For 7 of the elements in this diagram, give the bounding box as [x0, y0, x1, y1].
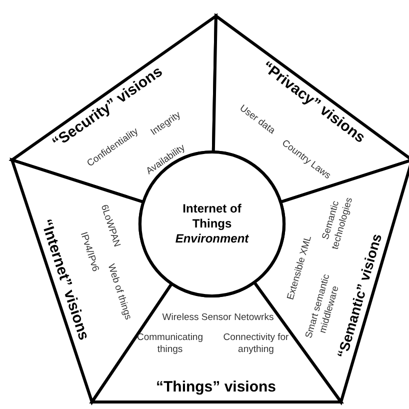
sector-item: Communicating things [136, 332, 204, 356]
sector-item: Web of things [104, 262, 134, 322]
sector-heading: “Things” visions [156, 378, 276, 398]
sector-item: Wireless Sensor Netowrks [162, 312, 274, 324]
sector-item: User data [236, 102, 278, 138]
center-title: Internet of Things Environment [174, 202, 250, 246]
sector-item: Connectivity for anything [222, 332, 290, 356]
